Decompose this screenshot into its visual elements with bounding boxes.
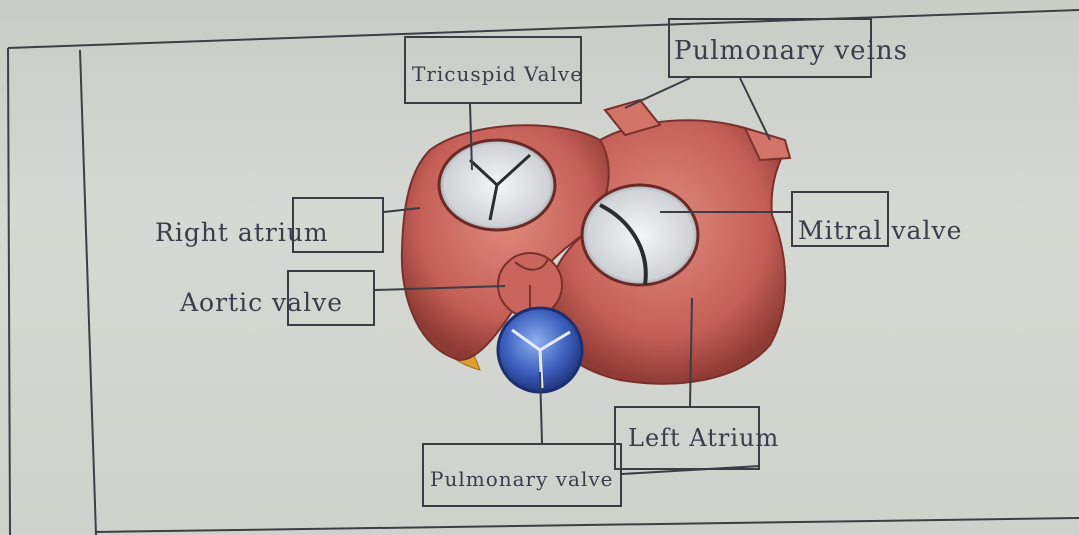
frame-line-left <box>8 48 10 535</box>
label-pulmonary-veins-text: Pulmonary veins <box>674 36 908 66</box>
label-tricuspid-valve-text: Tricuspid Valve <box>412 62 583 86</box>
aortic-valve-box <box>287 270 375 326</box>
label-tricuspid-valve: Tricuspid Valve <box>404 36 582 104</box>
right-atrium-box <box>292 197 384 253</box>
label-pulmonary-valve: Pulmonary valve <box>422 443 622 507</box>
mitral-valve-opening <box>582 185 698 285</box>
label-pulmonary-veins: Pulmonary veins <box>668 18 872 78</box>
frame-line-bottom <box>96 518 1079 532</box>
left-atrium-box <box>614 406 760 470</box>
frame-line-margin <box>80 50 96 535</box>
label-pulmonary-valve-text: Pulmonary valve <box>430 467 614 491</box>
mitral-valve-box <box>791 191 889 247</box>
